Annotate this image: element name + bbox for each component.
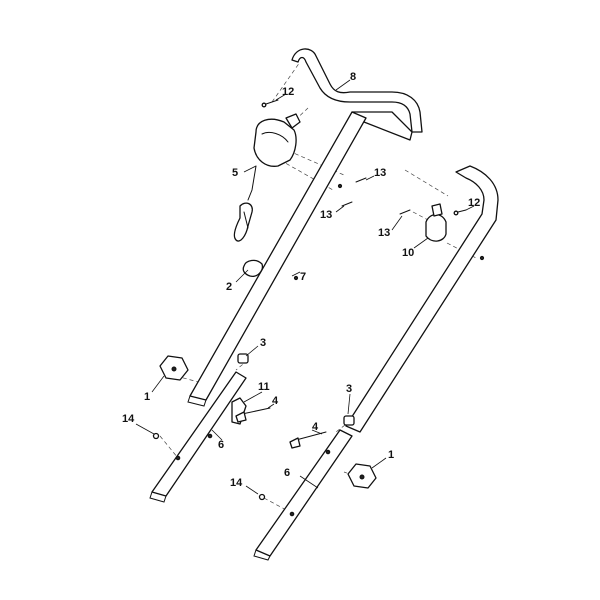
leader-lines [135, 79, 475, 495]
cable-clip [233, 202, 264, 277]
callout-7: 7 [300, 271, 306, 283]
nut-left [237, 353, 249, 364]
alignment-lines [159, 61, 477, 513]
callout-14-right: 14 [230, 477, 243, 489]
callout-6-right: 6 [284, 467, 290, 479]
star-knob-left [159, 355, 189, 381]
upper-handle-bar [291, 48, 423, 141]
callout-13-mid: 13 [320, 209, 332, 221]
callout-13-right: 13 [378, 227, 390, 239]
screws [152, 99, 485, 517]
callout-6-left: 6 [218, 439, 224, 451]
left-handle-tube [187, 111, 367, 407]
callout-11: 11 [258, 381, 270, 393]
callout-1-right: 1 [388, 449, 394, 461]
callout-2: 2 [226, 281, 232, 293]
callout-4-left: 4 [272, 395, 279, 407]
callout-1-left: 1 [144, 391, 150, 403]
nut-right [343, 415, 355, 426]
star-knob-right [347, 463, 377, 489]
callout-14-left: 14 [122, 413, 135, 425]
callout-3-right: 3 [346, 383, 352, 395]
callout-12-right: 12 [468, 197, 480, 209]
bolt-right [289, 431, 327, 449]
callout-5: 5 [232, 167, 238, 179]
lower-left-tube [149, 371, 247, 503]
callout-13-top: 13 [374, 167, 386, 179]
callout-4-right: 4 [312, 421, 319, 433]
lower-right-tube [253, 429, 353, 561]
right-handle-tube [345, 165, 499, 433]
callout-3-left: 3 [260, 337, 266, 349]
callouts: 8 12 5 13 13 13 12 10 7 2 3 1 11 4 3 14 … [122, 71, 480, 489]
lever-housing [247, 113, 301, 201]
callout-12-left: 12 [282, 86, 294, 98]
callout-10: 10 [402, 247, 414, 259]
right-lever [425, 203, 447, 242]
callout-8: 8 [350, 71, 356, 83]
bolt-left [235, 407, 271, 423]
